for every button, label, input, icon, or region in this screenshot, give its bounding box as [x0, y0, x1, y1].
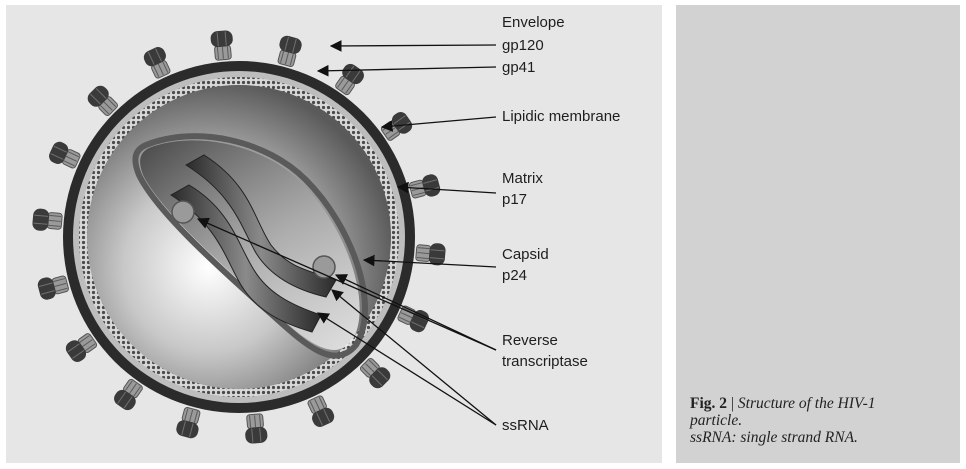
arrow-gp120	[329, 40, 497, 52]
gp120-head	[210, 30, 233, 48]
gp120-head	[245, 426, 268, 444]
arrow-matrix	[396, 181, 497, 194]
gp120-head	[391, 112, 413, 134]
caption-separator: |	[727, 395, 738, 412]
figure-caption: Fig. 2 | Structure of the HIV-1 particle…	[690, 395, 952, 446]
envelope-spike	[335, 63, 364, 96]
hiv-diagram: Envelope gp120 gp41 Lipidic membrane Mat…	[32, 14, 620, 444]
gp120-head	[32, 208, 50, 231]
envelope-spike	[210, 30, 233, 61]
caption-title-part2: particle.	[690, 412, 743, 429]
envelope-spike	[87, 85, 118, 116]
label-capsid: Capsid	[502, 246, 549, 263]
envelope-spike	[114, 378, 143, 411]
caption-title-part1: Structure of the HIV-1	[737, 395, 876, 412]
caption-fig-label: Fig. 2	[690, 395, 728, 412]
gp120-head	[114, 389, 136, 411]
gp120-head	[143, 47, 166, 67]
arrow-ssrna-2	[317, 312, 497, 426]
arrow-lipidic-membrane	[380, 116, 497, 132]
envelope-spike	[65, 333, 98, 362]
capsid-cone	[132, 133, 369, 359]
caption-panel: Fig. 2 | Structure of the HIV-1 particle…	[676, 5, 960, 463]
arrow-ssrna-1	[331, 289, 497, 426]
gp120-head	[369, 367, 391, 389]
envelope-spike	[307, 395, 335, 427]
gp120-head	[312, 407, 335, 427]
gp120-head	[428, 243, 446, 266]
envelope-spike	[143, 47, 171, 79]
envelope-spike	[397, 305, 429, 333]
envelope-spike	[245, 413, 268, 444]
envelope-spike	[176, 407, 201, 439]
envelope-spike	[37, 275, 69, 300]
arrow-capsid	[362, 254, 497, 268]
envelope-spikes	[32, 30, 446, 444]
arrow-gp41	[316, 64, 497, 77]
gp120-head	[409, 310, 429, 333]
envelope-spike	[277, 35, 302, 67]
envelope-spike	[360, 358, 391, 389]
caption-note: ssRNA: single strand RNA.	[690, 429, 858, 446]
label-reverse: Reverse	[502, 332, 558, 349]
label-p17: p17	[502, 191, 527, 208]
gp120-head	[87, 85, 109, 107]
gp120-head	[342, 63, 364, 85]
arrow-reverse-transcriptase-2	[334, 274, 497, 351]
label-p24: p24	[502, 267, 527, 284]
label-transcriptase: transcriptase	[502, 353, 588, 370]
label-lipidic-membrane: Lipidic membrane	[502, 108, 620, 125]
label-ssrna: ssRNA	[502, 417, 549, 434]
gp120-head	[65, 340, 87, 362]
label-matrix: Matrix	[502, 170, 543, 187]
label-envelope: Envelope	[502, 14, 565, 31]
envelope-spike	[32, 208, 63, 231]
label-gp41: gp41	[502, 59, 535, 76]
reverse-transcriptase-1	[171, 200, 195, 224]
envelope-spike	[415, 243, 446, 266]
envelope-spike	[409, 174, 441, 199]
label-gp120: gp120	[502, 37, 544, 54]
figure-panel: Envelope gp120 gp41 Lipidic membrane Mat…	[6, 5, 662, 463]
gp120-head	[49, 141, 69, 164]
envelope-spike	[49, 141, 81, 169]
